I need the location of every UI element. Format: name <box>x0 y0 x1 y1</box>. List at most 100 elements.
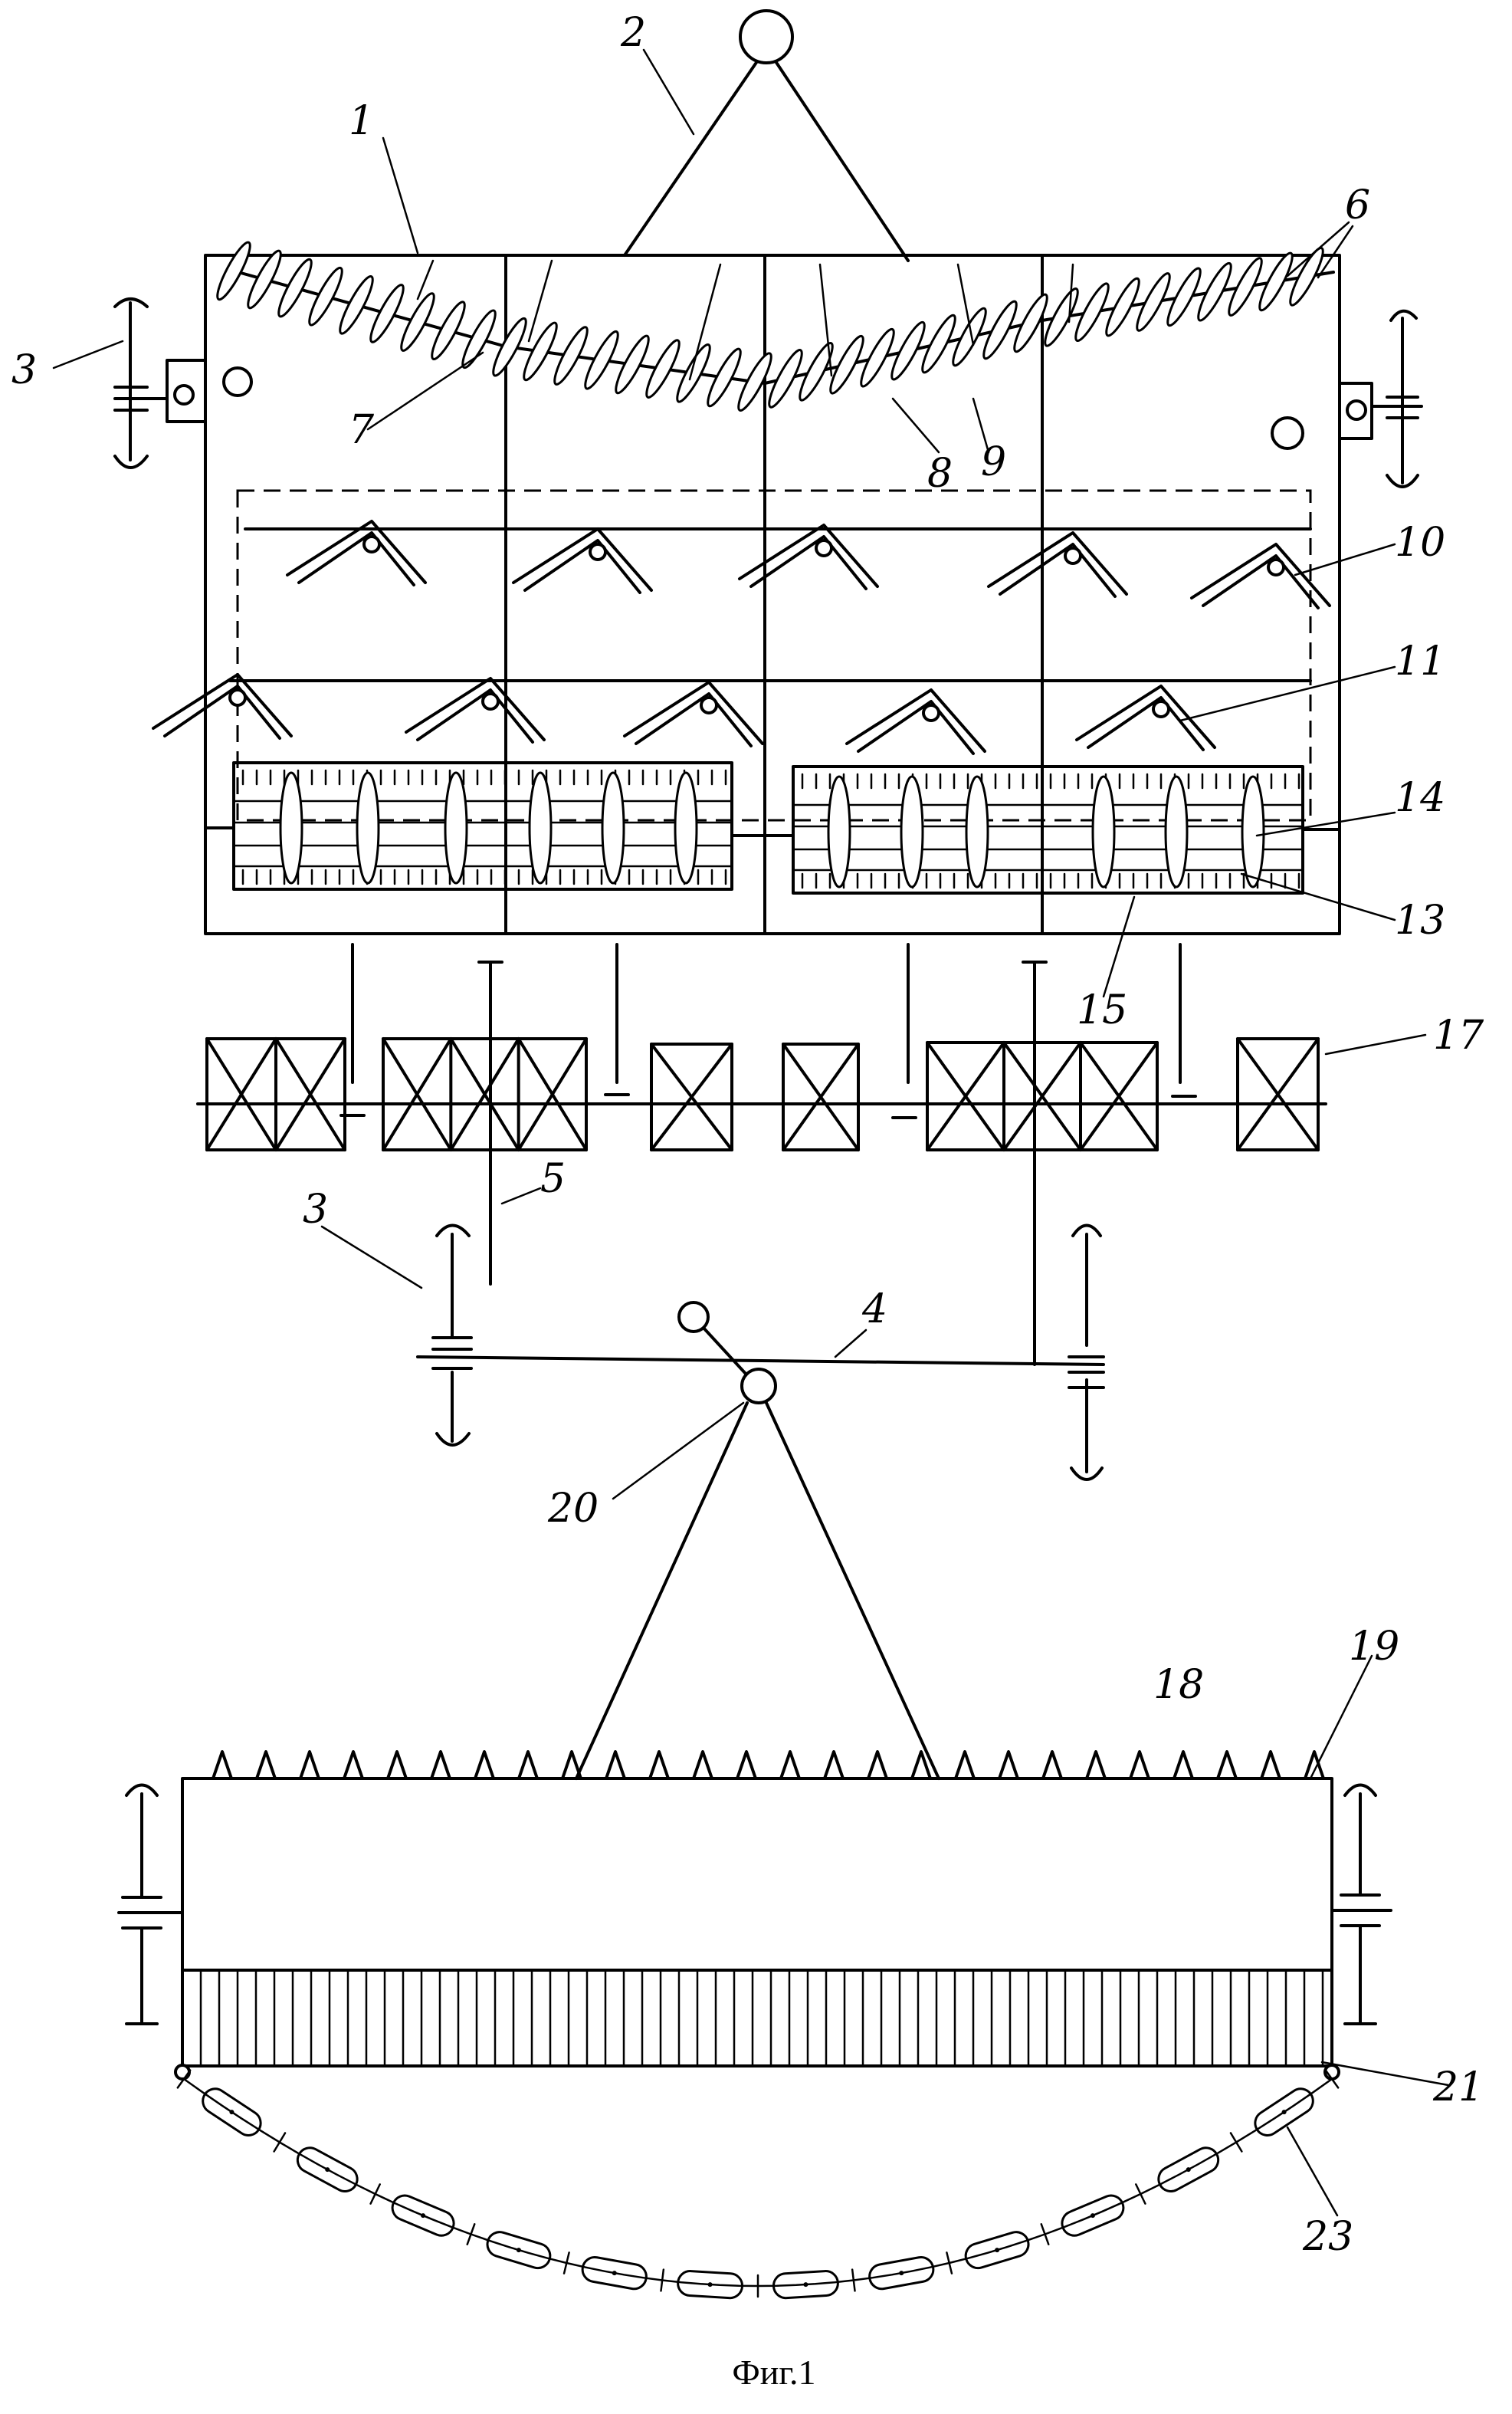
frame-tooth <box>300 1752 319 1778</box>
frame-tooth <box>519 1752 537 1778</box>
frame-tooth <box>956 1752 974 1778</box>
chevron-knife-lower <box>406 678 544 742</box>
chain-end <box>175 2065 189 2079</box>
helix-blade <box>335 274 377 337</box>
chevron-knife-lower <box>153 675 291 738</box>
label-6: 6 <box>1345 182 1370 228</box>
helix-blade <box>274 256 316 320</box>
frame-tooth <box>257 1752 275 1778</box>
reference-numerals: 1 2 3 3 4 5 6 7 8 9 10 11 13 14 15 17 18… <box>11 10 1484 2260</box>
cage-blade <box>280 773 302 883</box>
top-lifting-sling <box>625 11 908 261</box>
cage-blade <box>1093 777 1114 887</box>
label-3-lower: 3 <box>303 1187 328 1233</box>
cage-blade <box>675 773 697 883</box>
chevron-knives <box>153 521 1330 754</box>
label-13: 13 <box>1395 898 1445 944</box>
hanging-chain <box>175 2065 1339 2299</box>
label-18: 18 <box>1153 1662 1204 1708</box>
label-10: 10 <box>1395 520 1445 566</box>
chevron-pivot <box>1065 548 1081 563</box>
frame-tooth <box>388 1752 406 1778</box>
frame-tooth <box>344 1752 362 1778</box>
frame-tooth <box>1174 1752 1192 1778</box>
frame-tooth <box>1043 1752 1061 1778</box>
chevron-pivot <box>364 537 379 552</box>
helix-blade <box>212 239 254 303</box>
figure-caption: Фиг.1 <box>732 2353 815 2392</box>
label-4: 4 <box>861 1286 887 1332</box>
chevron-pivot <box>1268 560 1284 575</box>
label-11: 11 <box>1395 639 1445 685</box>
frame-tooth <box>825 1752 843 1778</box>
cage-blade <box>828 777 850 887</box>
frame-tooth <box>1130 1752 1149 1778</box>
helix-blade <box>304 264 346 328</box>
chevron-pivot <box>816 540 831 556</box>
chevron-pivot <box>1153 701 1169 717</box>
lower-side-hooks <box>119 1785 1391 2025</box>
label-20: 20 <box>547 1486 599 1532</box>
cage-blade <box>530 773 551 883</box>
chevron-pivot <box>483 694 498 709</box>
cage-blade <box>1242 777 1264 887</box>
frame-tooth <box>431 1752 450 1778</box>
frame-tooth <box>650 1752 668 1778</box>
crossed-boxes-row <box>198 1039 1326 1150</box>
upper-side-hooks <box>115 299 1422 487</box>
frame-tooth <box>999 1752 1018 1778</box>
label-17: 17 <box>1433 1013 1484 1059</box>
frame-tooth <box>475 1752 494 1778</box>
label-21: 21 <box>1432 2064 1484 2110</box>
chevron-knife-lower <box>847 690 985 754</box>
helix-blade <box>427 299 469 363</box>
label-2: 2 <box>620 10 646 56</box>
label-3-upper: 3 <box>11 347 37 393</box>
chevron-knife-upper <box>740 525 877 589</box>
frame-tooth <box>213 1752 231 1778</box>
chevron-knife-upper <box>287 521 425 585</box>
chevron-pivot <box>701 698 717 713</box>
helix-blade <box>243 248 285 311</box>
frame-tooth <box>694 1752 712 1778</box>
frame-tooth <box>1087 1752 1105 1778</box>
cage-blade <box>901 777 923 887</box>
chevron-knife-lower <box>625 682 763 746</box>
chevron-knife-upper <box>1192 544 1330 608</box>
label-8: 8 <box>927 451 953 497</box>
frame-tooth <box>737 1752 756 1778</box>
label-15: 15 <box>1077 987 1127 1033</box>
cage-blade <box>602 773 624 883</box>
chevron-knife-upper <box>989 533 1127 596</box>
helix-blade <box>458 307 500 371</box>
label-19: 19 <box>1349 1624 1399 1670</box>
frame-tooth <box>1261 1752 1280 1778</box>
chevron-pivot <box>923 705 939 721</box>
cage-blade <box>966 777 988 887</box>
lower-frame <box>182 1752 1332 2066</box>
label-9: 9 <box>981 439 1006 485</box>
frame-tooth <box>868 1752 887 1778</box>
label-14: 14 <box>1395 775 1445 821</box>
helix-blade <box>366 282 408 346</box>
label-5: 5 <box>540 1156 566 1202</box>
frame-tooth <box>1218 1752 1236 1778</box>
cage-blade <box>357 773 379 883</box>
frame-tooth <box>1305 1752 1323 1778</box>
vertical-rods <box>353 944 1180 1365</box>
chevron-pivot <box>230 690 245 705</box>
frame-tooth <box>562 1752 581 1778</box>
helical-knife-shaft <box>212 239 1333 413</box>
lower-beam <box>418 1226 1104 1779</box>
frame-tooth <box>606 1752 625 1778</box>
cage-blade <box>1166 777 1187 887</box>
label-7: 7 <box>349 407 375 453</box>
frame-tooth <box>781 1752 799 1778</box>
label-1: 1 <box>349 98 374 144</box>
chevron-pivot <box>590 544 605 560</box>
chevron-knife-upper <box>513 529 651 593</box>
label-23: 23 <box>1302 2214 1353 2260</box>
cage-rollers <box>205 763 1340 893</box>
cage-blade <box>445 773 467 883</box>
